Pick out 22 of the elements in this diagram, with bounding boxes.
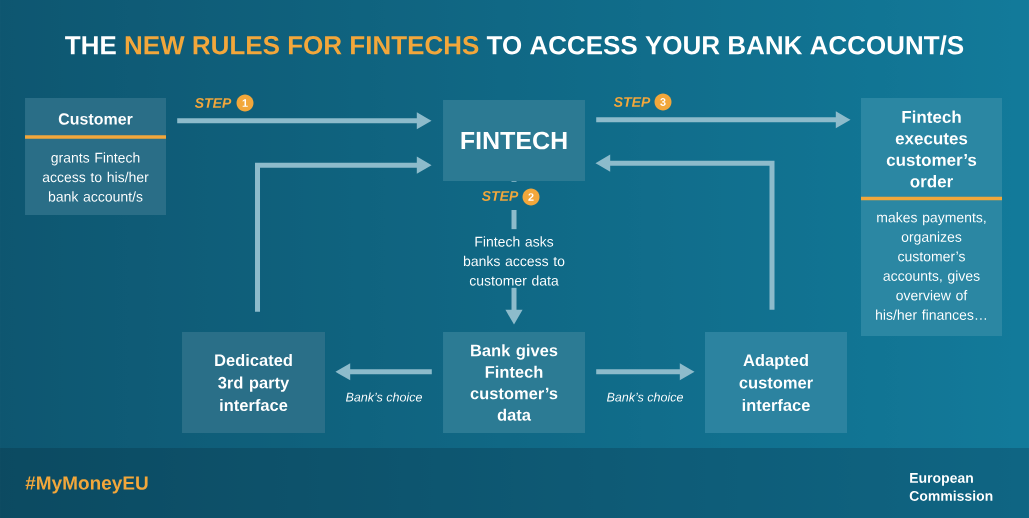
box-text: makes payments, organizes customer’s accounts, gives overview of his/her finances… (876, 212, 986, 320)
title: THE NEW RULES FOR FINTECHS TO ACCESS YOUR BANK ACCOUNT/S (65, 35, 964, 55)
step-label: STEP (194, 98, 232, 108)
box-heading: Customer (58, 113, 133, 125)
step-number-badge: 1 (236, 94, 254, 112)
step-label: STEP (613, 97, 651, 107)
step-description: Fintech asks banks access to customer data (463, 236, 565, 286)
organization-name: European Commission (909, 473, 993, 501)
process-box (861, 98, 1002, 336)
step-number-badge: 2 (522, 188, 540, 206)
box-heading: Fintech executes customer’s order (886, 110, 977, 188)
process-box (25, 98, 166, 215)
process-box: FINTECH (443, 100, 585, 181)
box-text: grants Fintech access to his/her bank account/s (42, 152, 149, 202)
edge-label: Bank’s choice (345, 392, 422, 402)
step-number-badge: 3 (654, 93, 672, 111)
hashtag: #MyMoneyEU (25, 476, 148, 494)
step-label: STEP (480, 182, 520, 210)
process-box: Dedicated 3rd party interface (182, 332, 325, 433)
process-box: Adapted customer interface (705, 332, 847, 433)
process-box: Bank gives Fintech customer’s data (443, 332, 585, 433)
edge-label: Bank’s choice (606, 392, 683, 402)
